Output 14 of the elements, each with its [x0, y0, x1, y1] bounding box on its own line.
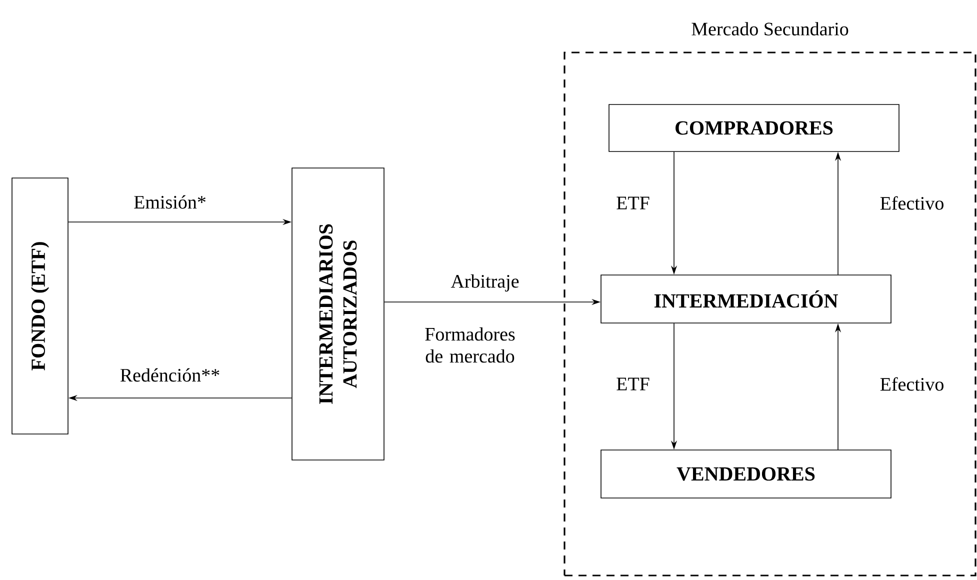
node-label: Mercado Secundario	[692, 22, 848, 36]
edge-label: Emisión*	[134, 195, 206, 209]
process-box: VENDEDORES	[600, 450, 892, 498]
edge-label: Efectivo	[880, 377, 944, 391]
process-box: FONDO (ETF)	[12, 178, 68, 434]
edge-label: Redénción**	[120, 368, 220, 382]
process-box: INTERMEDIARIOS AUTORIZADOS	[292, 168, 384, 460]
edge-label: Efectivo	[880, 196, 944, 210]
annotation-label: Formadores de mercado	[425, 327, 515, 363]
edge-label: ETF	[616, 378, 650, 390]
edge-label: ETF	[616, 196, 650, 210]
process-box: INTERMEDIACIÓN	[600, 274, 892, 324]
edge-label: Arbitraje	[450, 274, 519, 292]
process-box: COMPRADORES	[608, 104, 900, 152]
